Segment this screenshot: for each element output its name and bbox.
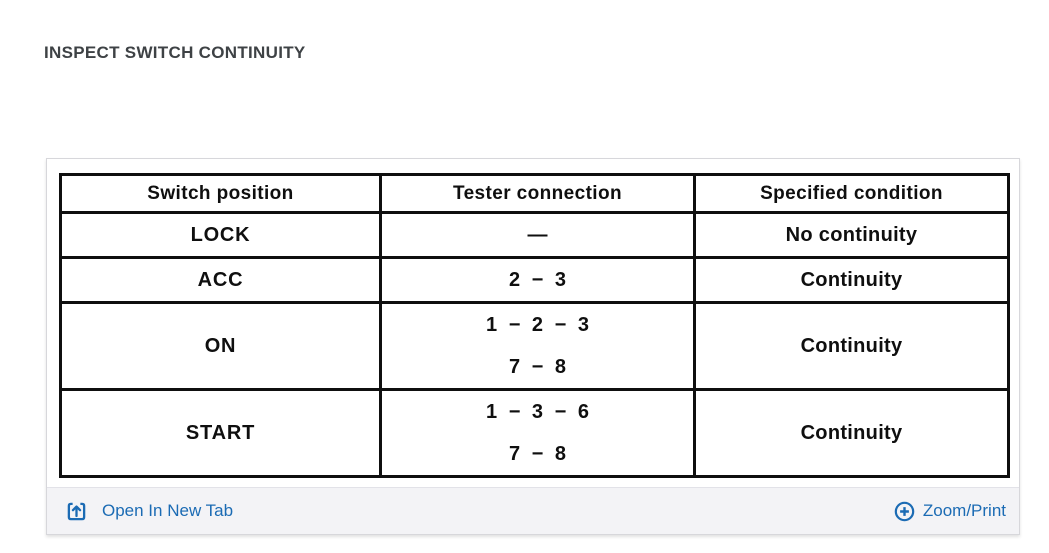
table-scan-area: Switch position Tester connection Specif…	[47, 159, 1019, 487]
zoom-print-link[interactable]: Zoom/Print	[893, 500, 1006, 523]
connection-line: 2 − 3	[508, 269, 567, 291]
table-row-on: ON 1 − 2 − 3 7 − 8 Continuity	[59, 301, 1010, 391]
table-header-row: Switch position Tester connection Specif…	[59, 173, 1010, 214]
viewer-toolbar: Open In New Tab Zoom/Print	[47, 487, 1019, 534]
continuity-table: Switch position Tester connection Specif…	[59, 173, 1010, 478]
connection-line: 1 − 3 − 6	[486, 401, 589, 423]
connection-line: 1 − 2 − 3	[486, 314, 589, 336]
table-row-acc: ACC 2 − 3 Continuity	[59, 256, 1010, 304]
open-in-new-tab-label: Open In New Tab	[102, 501, 234, 520]
table-row-lock: LOCK — No continuity	[59, 211, 1010, 259]
switch-position-cell: LOCK	[59, 211, 382, 259]
connection-line: —	[527, 224, 548, 246]
connection-line: 7 − 8	[508, 443, 567, 465]
switch-position-cell: ON	[59, 301, 382, 391]
col-header-specified-condition: Specified condition	[693, 173, 1010, 214]
switch-position-cell: ACC	[59, 256, 382, 304]
col-header-switch-position: Switch position	[59, 173, 382, 214]
col-header-tester-connection: Tester connection	[379, 173, 696, 214]
open-in-new-tab-link[interactable]: Open In New Tab	[65, 500, 233, 523]
tester-connection-cell: —	[379, 211, 696, 259]
tester-connection-cell: 2 − 3	[379, 256, 696, 304]
specified-condition-cell: Continuity	[693, 388, 1010, 478]
zoom-plus-icon	[893, 500, 916, 523]
switch-position-cell: START	[59, 388, 382, 478]
specified-condition-cell: No continuity	[693, 211, 1010, 259]
specified-condition-cell: Continuity	[693, 256, 1010, 304]
tester-connection-cell: 1 − 3 − 6 7 − 8	[379, 388, 696, 478]
continuity-table-card: Switch position Tester connection Specif…	[46, 158, 1020, 535]
open-in-new-tab-icon	[65, 500, 88, 523]
connection-line: 7 − 8	[508, 356, 567, 378]
tester-connection-cell: 1 − 2 − 3 7 − 8	[379, 301, 696, 391]
table-row-start: START 1 − 3 − 6 7 − 8 Continuity	[59, 388, 1010, 478]
page-title: INSPECT SWITCH CONTINUITY	[44, 43, 306, 62]
specified-condition-cell: Continuity	[693, 301, 1010, 391]
zoom-print-label: Zoom/Print	[922, 501, 1006, 520]
